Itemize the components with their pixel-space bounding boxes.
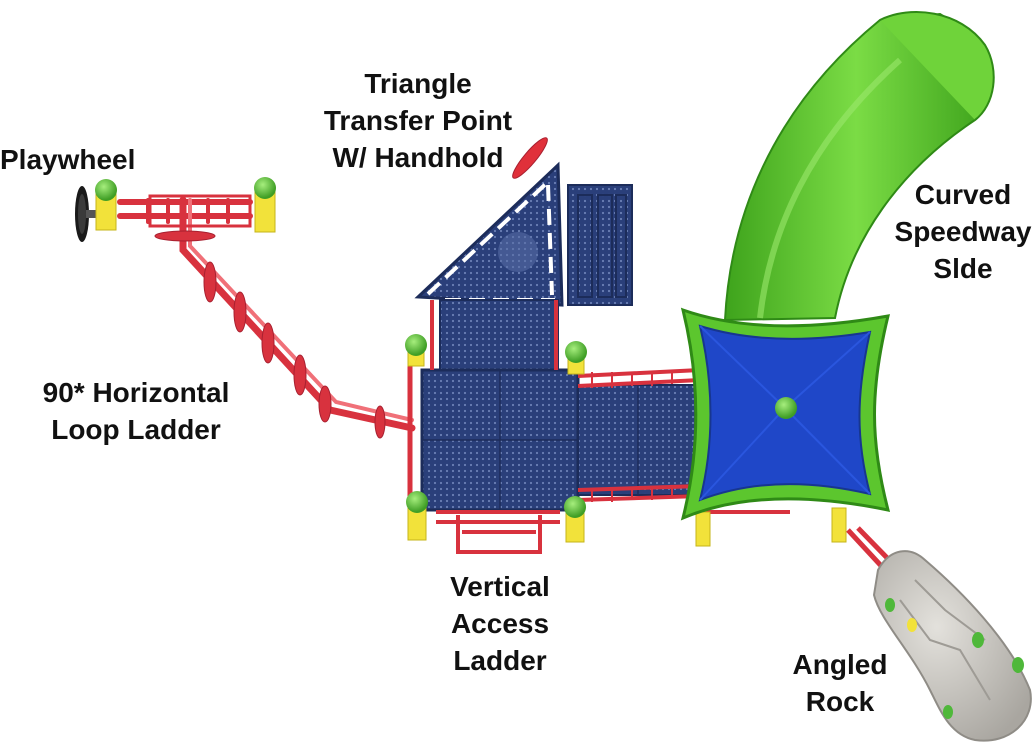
- label-line: Vertical: [450, 571, 550, 602]
- post-cap-icon: [405, 334, 847, 547]
- handhold-icon: [512, 137, 548, 179]
- post-cap-icon: [95, 177, 276, 233]
- angled-rock: [846, 526, 1032, 742]
- label-curved-speedway-slide: Curved Speedway Slde: [890, 176, 1036, 287]
- main-decks: [407, 137, 790, 514]
- vertical-access-ladder: [436, 510, 560, 554]
- label-line: Transfer Point: [323, 105, 513, 136]
- label-line: 90* Horizontal: [42, 377, 230, 408]
- label-line: Access: [450, 608, 550, 639]
- curved-slide: [723, 11, 995, 322]
- label-vertical-access-ladder: Vertical Access Ladder: [430, 568, 570, 679]
- label-line: Curved: [914, 179, 1012, 210]
- label-playwheel: Playwheel: [0, 141, 135, 178]
- label-angled-rock: Angled Rock: [775, 646, 905, 720]
- label-triangle-transfer-point: Triangle Transfer Point W/ Handhold: [308, 65, 528, 176]
- roof: [680, 307, 891, 521]
- horizontal-loop-ladder: [117, 194, 416, 439]
- label-line: Angled: [792, 649, 888, 680]
- label-line: W/ Handhold: [332, 142, 504, 173]
- label-line: Triangle: [364, 68, 472, 99]
- label-line: Rock: [805, 686, 875, 717]
- label-line: Ladder: [453, 645, 547, 676]
- label-line: Loop Ladder: [51, 414, 221, 445]
- label-line: Playwheel: [0, 144, 136, 175]
- label-line: Speedway: [894, 216, 1032, 247]
- label-horizontal-loop-ladder: 90* Horizontal Loop Ladder: [16, 374, 256, 448]
- playwheel-icon: [75, 186, 102, 242]
- label-line: Slde: [933, 253, 993, 284]
